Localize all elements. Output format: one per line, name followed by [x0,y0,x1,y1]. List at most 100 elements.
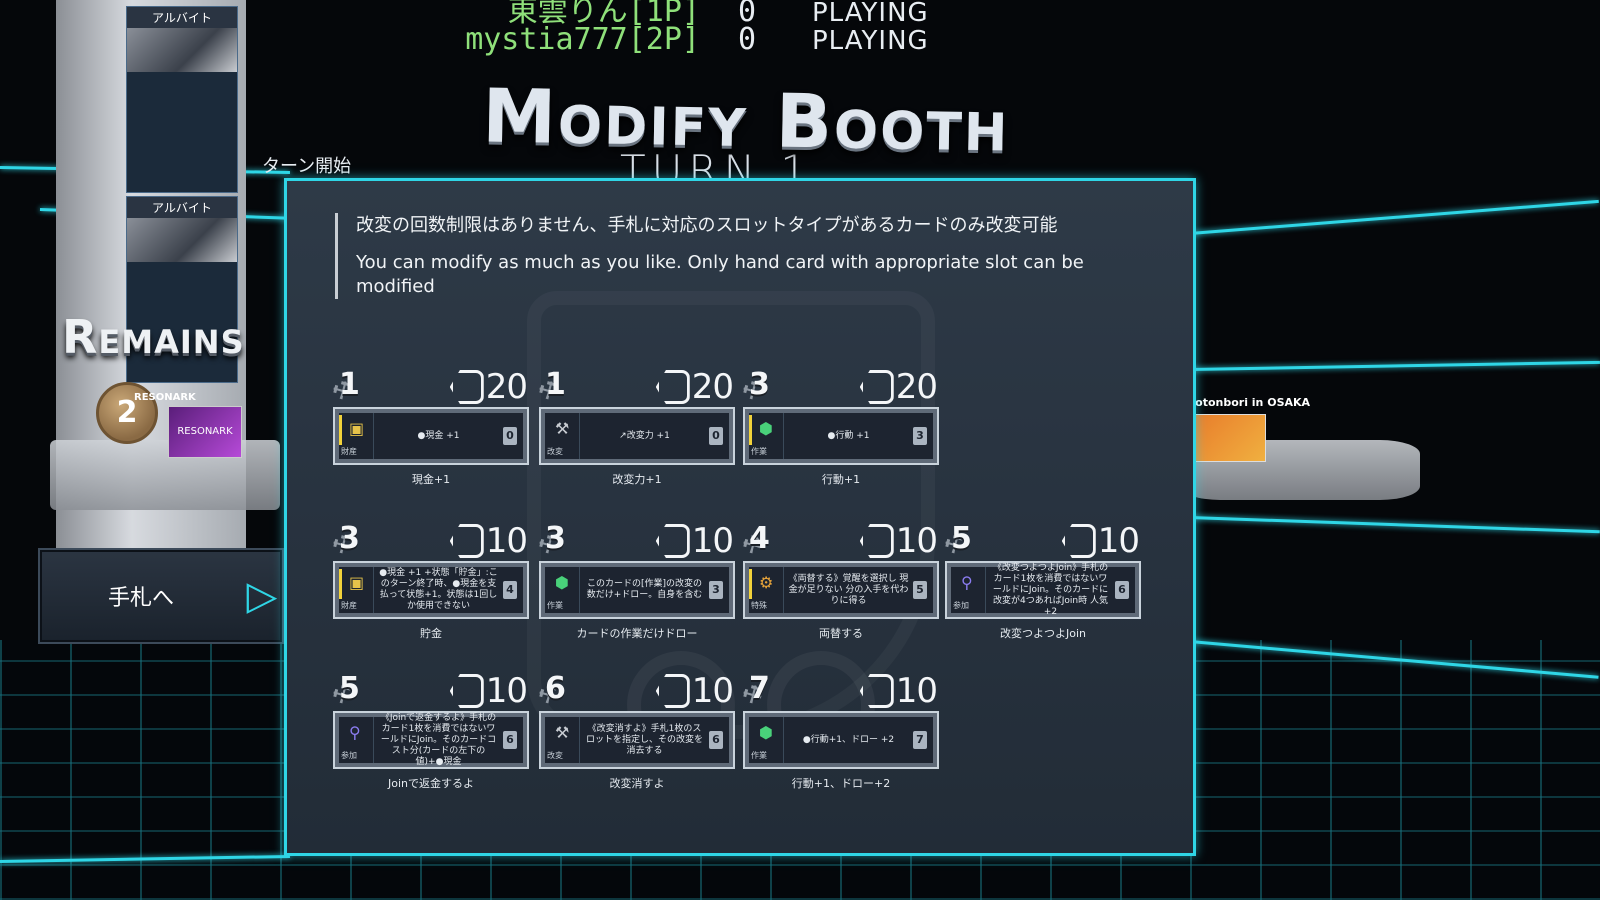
price-tag-icon [655,674,690,708]
score-row: 東雲りん[1P] 0 PLAYING [450,0,929,29]
card-face[interactable]: ▣ 財産 ●現金 +1 +状態「貯金」:このターン終了時、●現金を支払って状態+1。… [333,561,529,619]
card-cost: 5 [951,521,972,556]
card-stock: 20 [655,367,734,407]
card-caption: カードの作業だけドロー [576,627,698,640]
card-slot-strip: ⬢作業 [749,413,784,459]
card-description: ●行動+1、ドロー +2 [802,734,895,745]
card-description: 《改変つよつよJoin》手札のカード1枚を消費ではないワールドにJoin。そのカ… [992,562,1109,617]
card-description: 《改変消すよ》手札1枚のスロットを指定し、その改変を消去する [585,723,703,756]
card-stock-count: 10 [485,671,528,711]
card-face-inner: ▣ 財産 ●現金 +1 +状態「貯金」:このターン終了時、●現金を支払って状態+1。… [339,567,523,613]
tower-card-image [127,218,237,262]
card-caption: 現金+1 [411,473,451,486]
card-description: 《両替する》覚醒を選択し 現金が足りない 分の入手を代わりに得る [788,573,909,606]
right-booth-card [1186,414,1266,462]
pin-icon: ⚲ [961,573,973,592]
cube-icon: ⬢ [759,723,773,742]
price-tag-icon [859,370,894,404]
card-face[interactable]: ⚒ 改変 《改変消すよ》手札1枚のスロットを指定し、その改変を消去する 6 [539,711,735,769]
booth-title: Modify Booth [481,73,1011,169]
hammer-icon: ⚒ [555,723,570,742]
card-value-badge: 7 [913,731,927,749]
price-tag-icon [655,524,690,558]
card-stock-count: 20 [895,367,938,407]
card-value-badge: 0 [503,427,517,445]
card-caption: 行動+1、ドロー+2 [791,777,891,790]
card-face[interactable]: ⚲ 参加 《改変つよつよJoin》手札のカード1枚を消費ではないワールドにJoin。… [945,561,1141,619]
card-cost: 1 [339,367,360,402]
card-category: 参加 [953,601,969,610]
box-icon: ▣ [349,419,365,438]
notice-english: You can modify as much as you like. Only… [356,252,1084,297]
card-slot-strip: ⚲ 参加 [951,567,986,613]
card-category: 作業 [751,447,767,456]
bolt-icon [339,415,342,445]
turn-start-label: ターン開始 [262,156,352,177]
neon-rail [1189,516,1600,534]
price-tag-icon [859,674,894,708]
card-face-inner: ▣財産 ●現金 +1 0 [339,413,523,459]
card-face[interactable]: ⬢作業 ●行動 +1 3 [743,407,939,465]
tower-card-image [127,28,237,72]
card-category: 改変 [547,751,563,760]
remains-coin: 2 [96,382,158,444]
card-cost: 7 [749,671,770,706]
chevron-right-icon: ▷ [246,573,278,619]
card-description: このカードの[作業]の改変の数だけ+ドロー。自身を含む [586,579,703,600]
card-value-badge: 6 [503,731,517,749]
card-category: 特殊 [751,601,767,610]
box-icon: ▣ [349,573,365,592]
card-face[interactable]: ⚲参加《Joinで返金するよ》手札のカード1枚を消費ではないワールドにJoin。… [333,711,529,769]
pin-icon: ⚲ [349,723,361,742]
card-stock-count: 10 [895,521,938,561]
card-slot-strip: ▣財産 [339,413,374,459]
card-description: ●行動 +1 [827,430,870,441]
card-value-badge: 6 [709,731,723,749]
tools-icon: ⚙ [759,573,774,592]
card-value-badge: 3 [913,427,927,445]
card-description: ●現金 +1 +状態「貯金」:このターン終了時、●現金を支払って状態+1。状態は… [379,568,498,611]
price-tag-icon [449,674,484,708]
card-category: 財産 [341,601,357,610]
card-cost: 1 [545,367,566,402]
right-booth: Dotonbori in OSAKA [1180,396,1440,516]
price-tag-icon [655,370,690,404]
go-to-hand-button[interactable]: 手札へ ▷ [38,548,284,644]
card-value-badge: 5 [913,581,927,599]
notice-japanese: 改変の回数制限はありません、手札に対応のスロットタイプがあるカードのみ改変可能 [356,215,1058,236]
card-face-inner: ⚲参加《Joinで返金するよ》手札のカード1枚を消費ではないワールドにJoin。… [339,713,523,767]
card-slot-strip: ⚙ 特殊 [749,567,784,613]
card-description: ↗改変力 +1 [619,430,670,441]
card-stock: 10 [859,521,938,561]
card-description: ●現金 +1 [417,430,460,441]
card-value-badge: 4 [503,581,517,599]
card-face[interactable]: ▣財産 ●現金 +1 0 [333,407,529,465]
bolt-icon [339,569,342,599]
price-tag-icon [449,524,484,558]
card-category: 参加 [341,751,357,760]
hammer-icon: ⚒ [555,419,570,438]
card-face-inner: ⬢作業 ●行動 +1 3 [749,413,933,459]
card-category: 作業 [547,601,563,610]
card-stock-count: 10 [1097,521,1140,561]
resonark-card: RESONARK [168,406,242,458]
card-stock-count: 10 [691,671,734,711]
